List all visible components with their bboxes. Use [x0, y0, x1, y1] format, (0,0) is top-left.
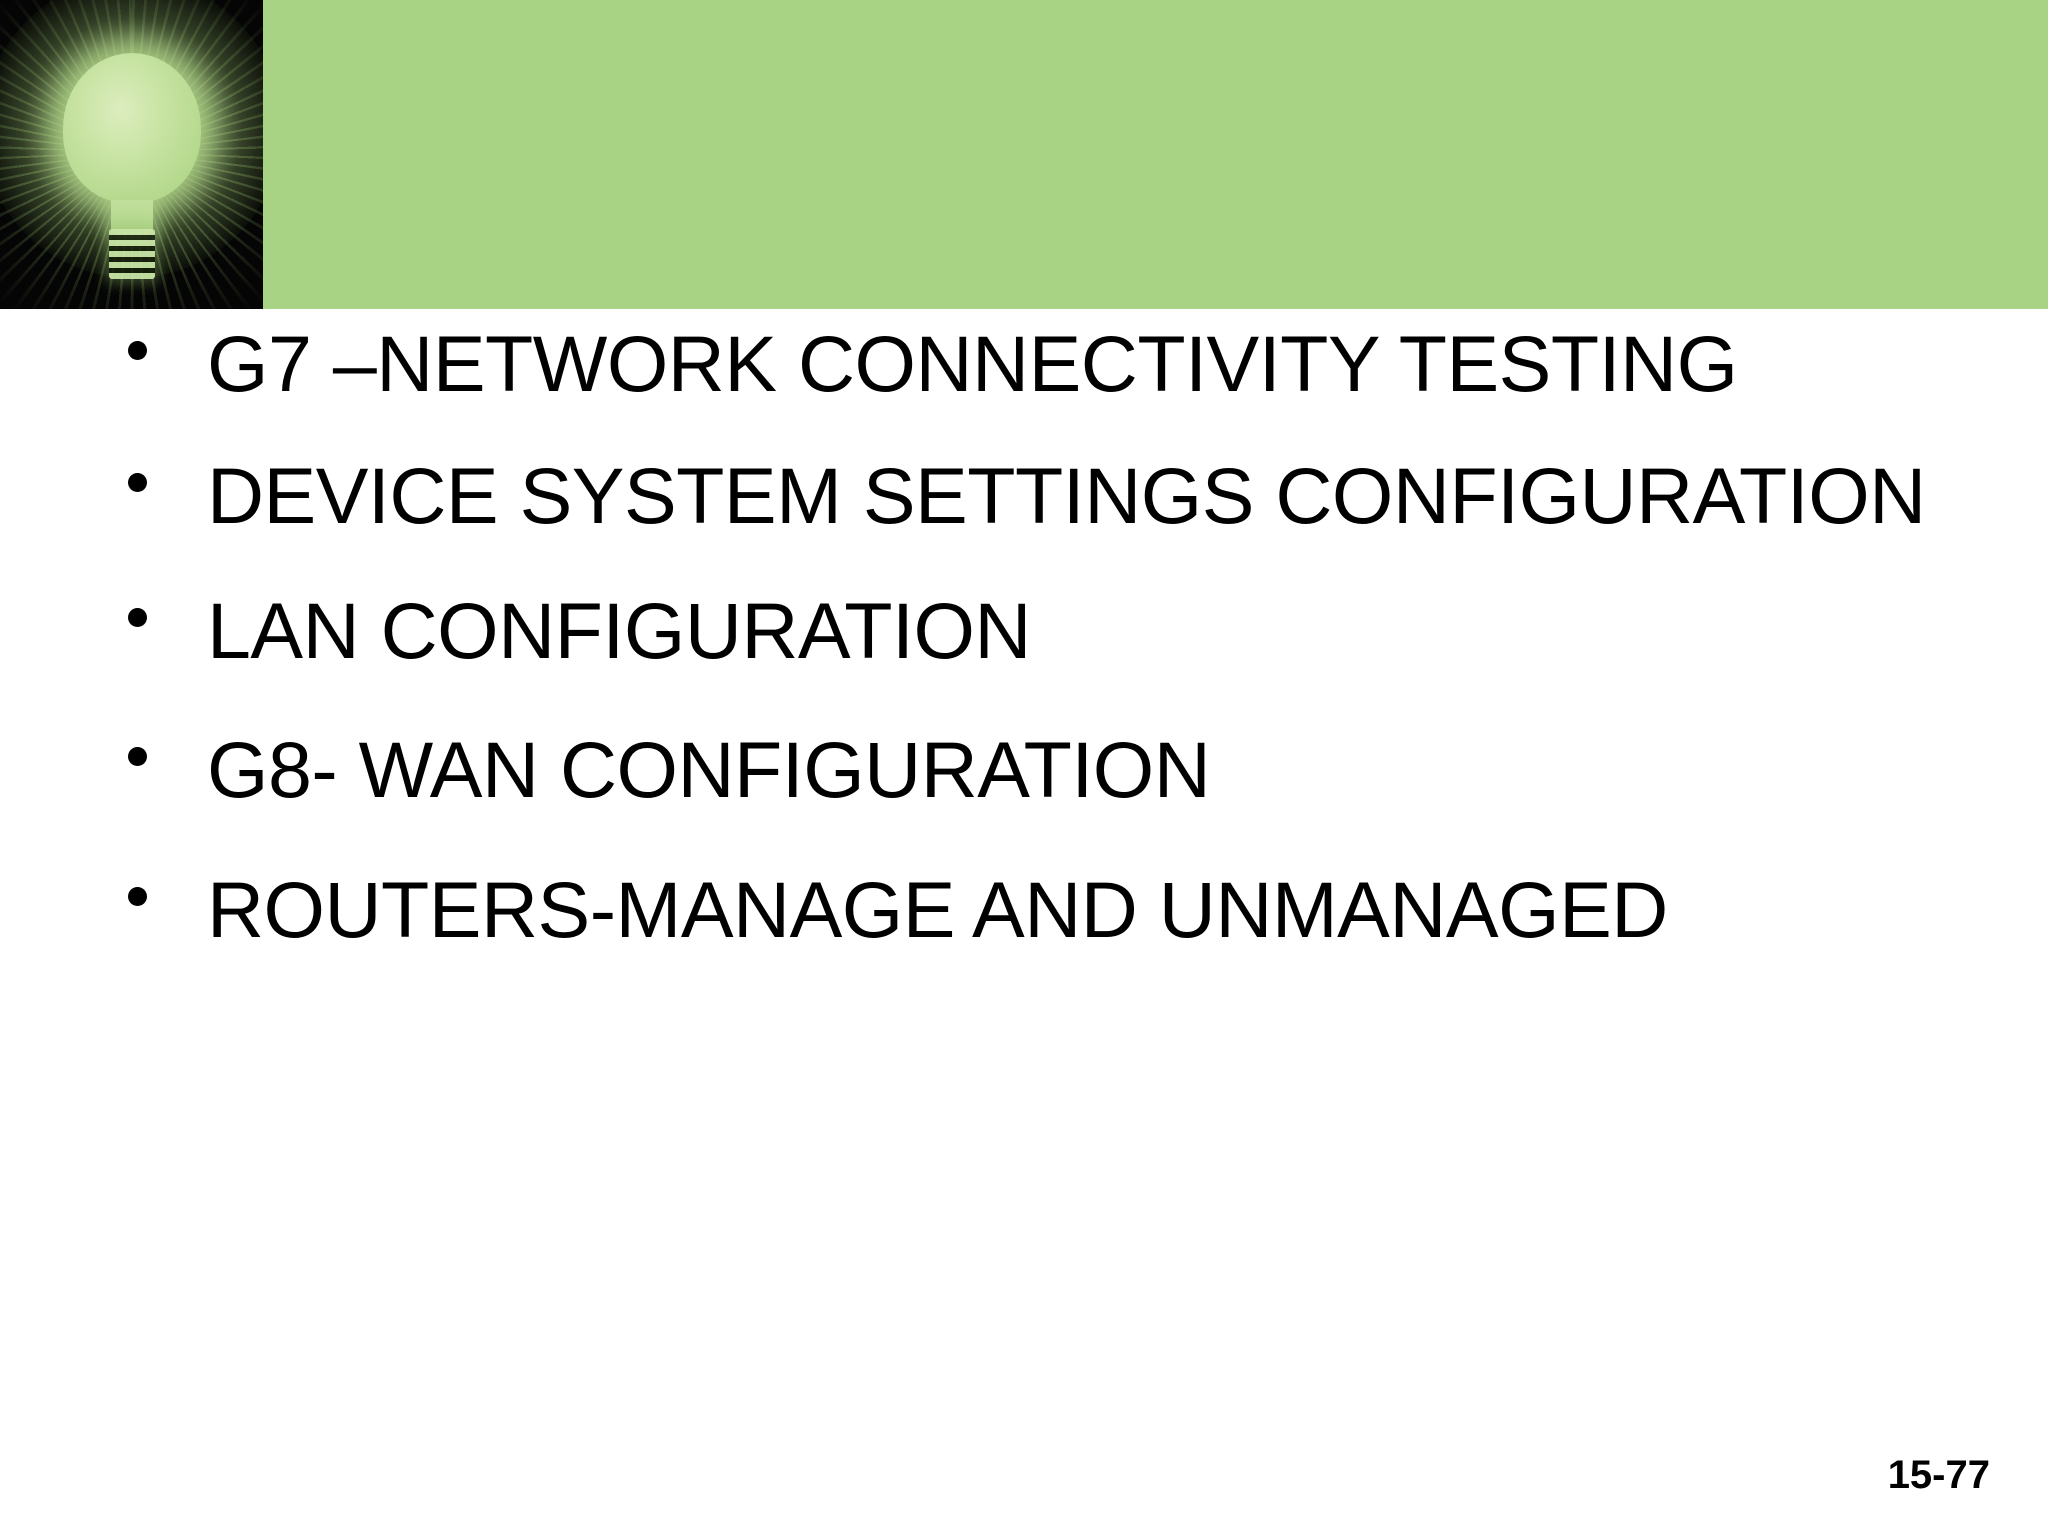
- slide-body: G7 –NETWORK CONNECTIVITY TESTING DEVICE …: [0, 309, 2048, 1536]
- list-item: DEVICE SYSTEM SETTINGS CONFIGURATION: [128, 450, 2008, 542]
- page-number: 15-77: [1887, 1453, 1990, 1497]
- bullet-list: G7 –NETWORK CONNECTIVITY TESTING DEVICE …: [128, 318, 2008, 956]
- header-band: [0, 0, 2048, 309]
- bullet-dot-icon: [128, 341, 147, 360]
- bullet-dot-icon: [128, 886, 147, 906]
- bulb-neck: [110, 200, 153, 234]
- bulb-globe: [62, 53, 201, 203]
- bulb-base: [108, 229, 155, 279]
- bullet-text: LAN CONFIGURATION: [207, 585, 1031, 675]
- bullet-dot-icon: [128, 747, 147, 767]
- list-item: G7 –NETWORK CONNECTIVITY TESTING: [128, 318, 2008, 410]
- bullet-text: G8- WAN CONFIGURATION: [207, 725, 1211, 815]
- bullet-text: DEVICE SYSTEM SETTINGS CONFIGURATION: [207, 451, 1926, 541]
- lightbulb-image: [0, 0, 263, 309]
- list-item: ROUTERS-MANAGE AND UNMANAGED: [128, 864, 2008, 956]
- bullet-dot-icon: [128, 607, 147, 627]
- list-item: G8- WAN CONFIGURATION: [128, 724, 2008, 816]
- bullet-text: G7 –NETWORK CONNECTIVITY TESTING: [207, 319, 1738, 408]
- list-item: LAN CONFIGURATION: [128, 585, 2008, 677]
- bullet-dot-icon: [128, 473, 147, 493]
- bullet-text: ROUTERS-MANAGE AND UNMANAGED: [207, 864, 1668, 954]
